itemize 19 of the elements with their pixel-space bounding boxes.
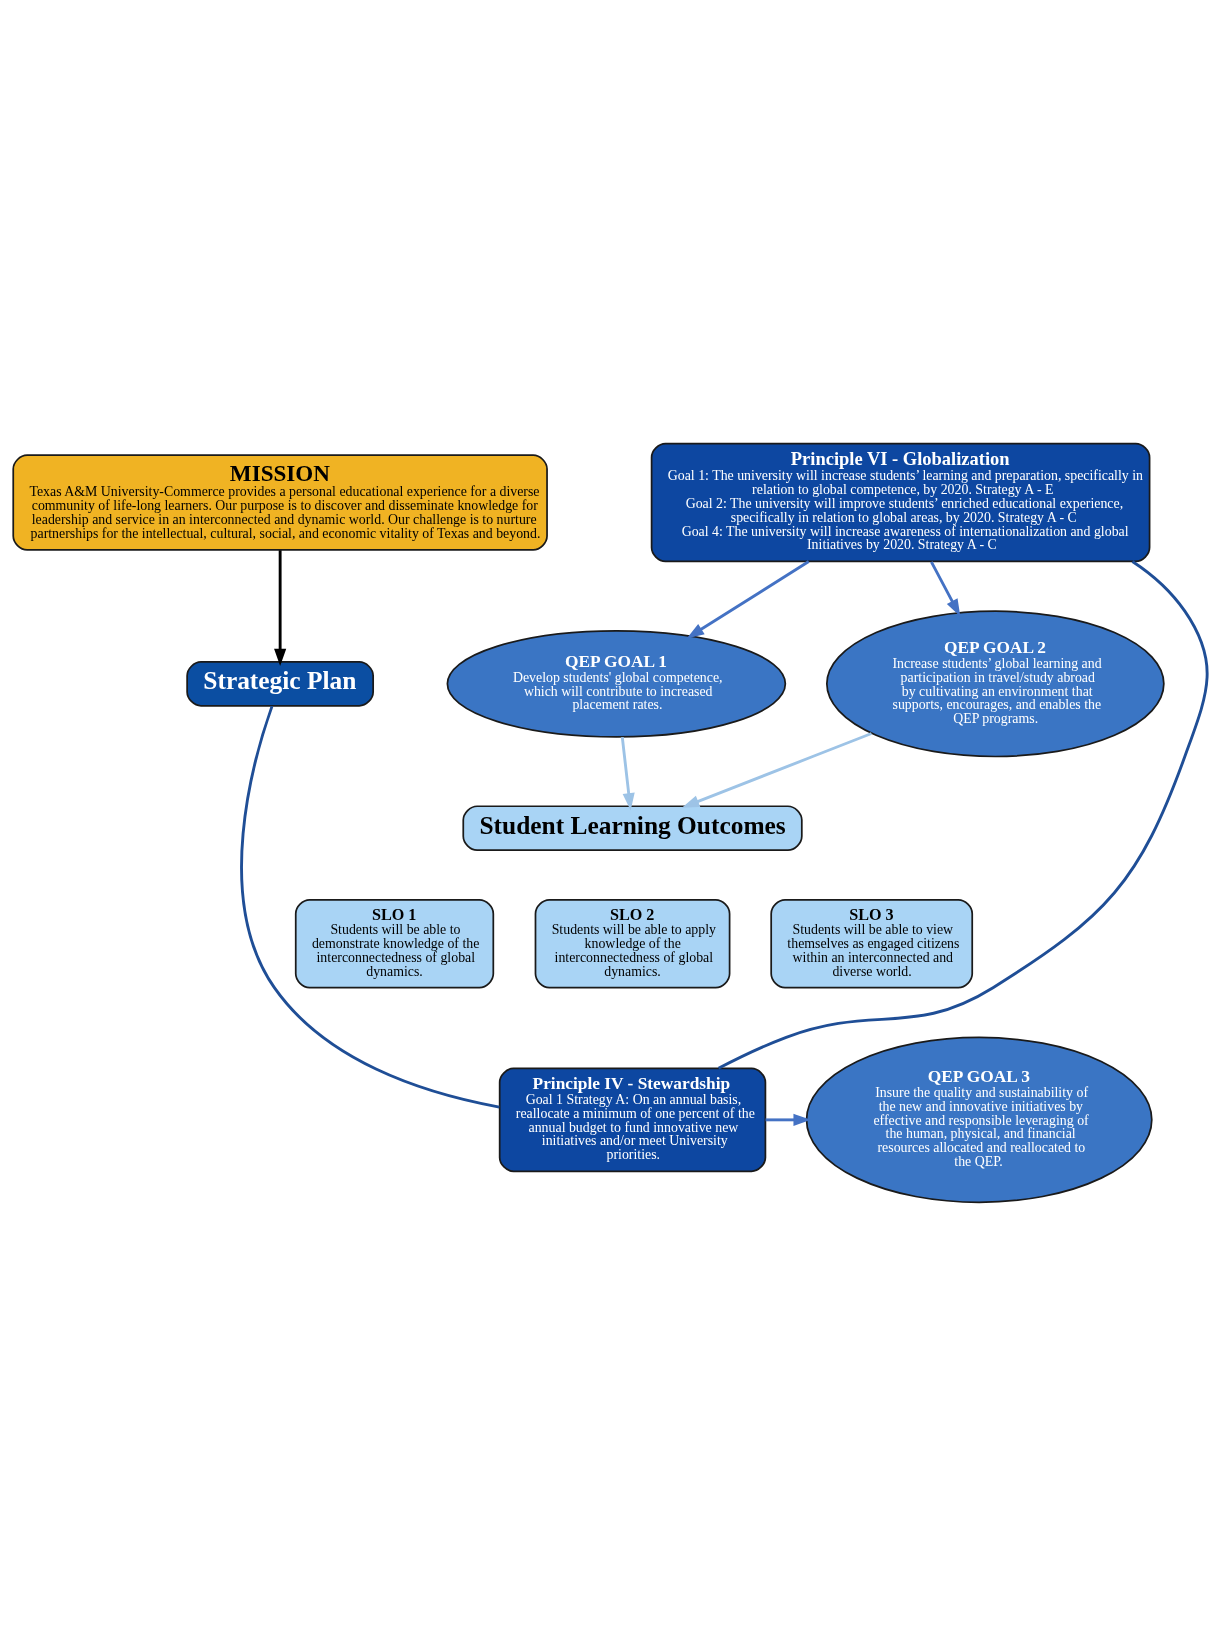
- node-box: Principle VI - Globalization Goal 1: The university will increase students’ learning and preparation, specifically in relation to global competence, by 2020. Strategy A - E Goal 2: The university will improve students’ enriched educational experience, specifically in relation to global areas, by 2020. Strategy A - C Goal 4: The university will increase awareness of internationalization and global Initiatives by 2020. Strategy A - C: [650, 442, 1151, 563]
- node-box: Student Learning Outcomes: [462, 805, 803, 852]
- node-ellipse: QEP GOAL 1 Develop students' global competence, which will contribute to increased placement rates.: [446, 629, 787, 738]
- node-ellipse: QEP GOAL 2 Increase students’ global learning and participation in travel/study abroad by cultivating an environment that supports, encourages, and enables the QEP programs.: [825, 610, 1165, 758]
- node-box: Strategic Plan: [186, 661, 374, 707]
- node-box: SLO 2 Students will be able to apply knowledge of the interconnectedness of global dynamics.: [534, 899, 731, 989]
- connector: [717, 560, 1209, 1070]
- arrow: [686, 560, 810, 639]
- node-box: SLO 1 Students will be able to demonstrate knowledge of the interconnectedness of global dynamics.: [294, 899, 495, 989]
- connector: [240, 705, 500, 1109]
- node-box: MISSION Texas A&M University-Commerce provides a personal educational experience for a diverse community of life-long learners. Our purpose is to discover and disseminate knowledge for leadership and service in an interconnected and dynamic world. Our challenge is to nurture partnerships for the intellectual, cultural, social, and economic vitality of Texas and beyond.: [12, 454, 548, 551]
- arrow: [765, 1113, 811, 1126]
- node-box: Principle IV - Stewardship Goal 1 Strategy A: On an annual basis, reallocate a minimum of one percent of the annual budget to fund innovative new initiatives and/or meet University priorities.: [498, 1067, 767, 1173]
- arrow: [620, 736, 635, 811]
- node-ellipse: QEP GOAL 3 Insure the quality and sustainability of the new and innovative initiatives by effective and responsible leveraging of the human, physical, and financial resources allocated and reallocated to the QEP.: [805, 1036, 1153, 1204]
- arrow: [930, 561, 961, 617]
- node-box: SLO 3 Students will be able to view themselves as engaged citizens within an interconnected and diverse world.: [770, 899, 974, 989]
- arrow: [681, 732, 873, 808]
- arrow: [274, 550, 287, 667]
